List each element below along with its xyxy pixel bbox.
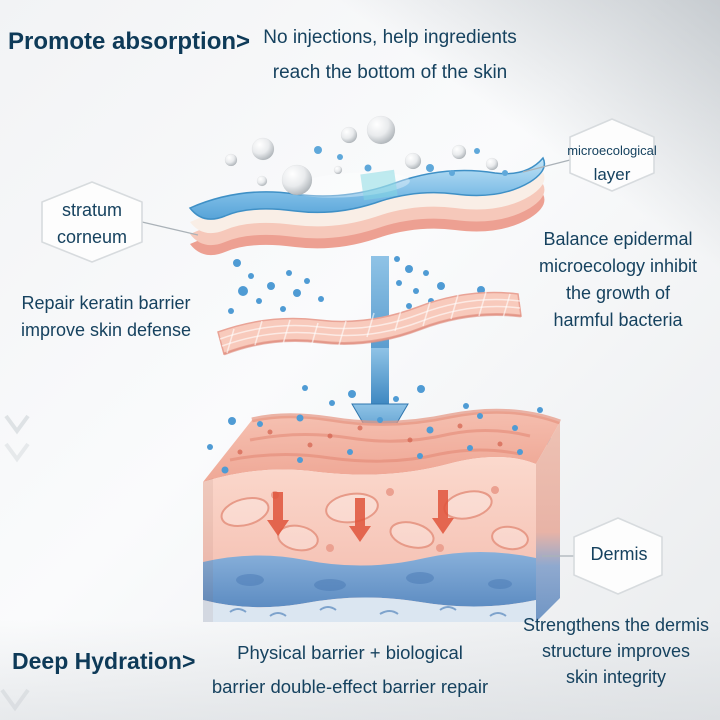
dermis-block <box>203 408 561 622</box>
physical-barrier-caption: Physical barrier + biological barrier do… <box>190 636 510 704</box>
microecological-hexagon <box>569 118 655 192</box>
label-line: stratum <box>61 200 122 220</box>
caption-line: barrier double-effect barrier repair <box>211 676 489 697</box>
caption-line: Physical barrier + biological <box>237 642 463 663</box>
strengthens-dermis-caption: Strengthens the dermis structure improve… <box>512 612 720 690</box>
caption-line: reach the bottom of the skin <box>272 62 508 83</box>
caption-line: Balance epidermal <box>543 229 693 249</box>
watermark-chevrons <box>0 414 30 712</box>
caption-line: skin integrity <box>565 667 667 687</box>
caption-line: Repair keratin barrier <box>21 293 191 313</box>
stratum-corneum-hexagon <box>41 181 143 263</box>
caption-line: improve skin defense <box>20 320 192 340</box>
label-line: layer <box>593 165 631 184</box>
caption-line: harmful bacteria <box>553 310 683 330</box>
no-injections-caption: No injections, help ingredients reach th… <box>235 20 545 90</box>
repair-keratin-caption: Repair keratin barrier improve skin defe… <box>0 290 212 344</box>
balance-epidermal-caption: Balance epidermal microecology inhibit t… <box>518 226 718 334</box>
dermis-hexagon <box>573 517 663 595</box>
caption-line: the growth of <box>565 283 671 303</box>
microecological-layer-label: microecological layer <box>556 143 668 185</box>
stratum-corneum-label: stratum corneum <box>32 197 152 251</box>
leader-lines <box>141 159 574 557</box>
ingredient-bubbles <box>224 115 499 196</box>
surface-droplets <box>314 146 508 176</box>
hexagon-badges <box>41 118 663 595</box>
caption-line: Strengthens the dermis <box>522 615 710 635</box>
caption-line: structure improves <box>541 641 691 661</box>
deep-hydration-heading: Deep Hydration> <box>12 648 196 674</box>
penetration-arrows-icon <box>267 490 454 542</box>
caption-line: No injections, help ingredients <box>263 27 517 48</box>
promote-absorption-heading: Promote absorption> <box>8 28 251 55</box>
caption-line: microecology inhibit <box>538 256 698 276</box>
label-line: corneum <box>56 227 128 247</box>
label-line: microecological <box>567 143 657 158</box>
dermis-label: Dermis <box>590 544 648 564</box>
stratum-corneum-layer <box>188 156 546 256</box>
keratin-mesh-layer <box>217 291 522 356</box>
